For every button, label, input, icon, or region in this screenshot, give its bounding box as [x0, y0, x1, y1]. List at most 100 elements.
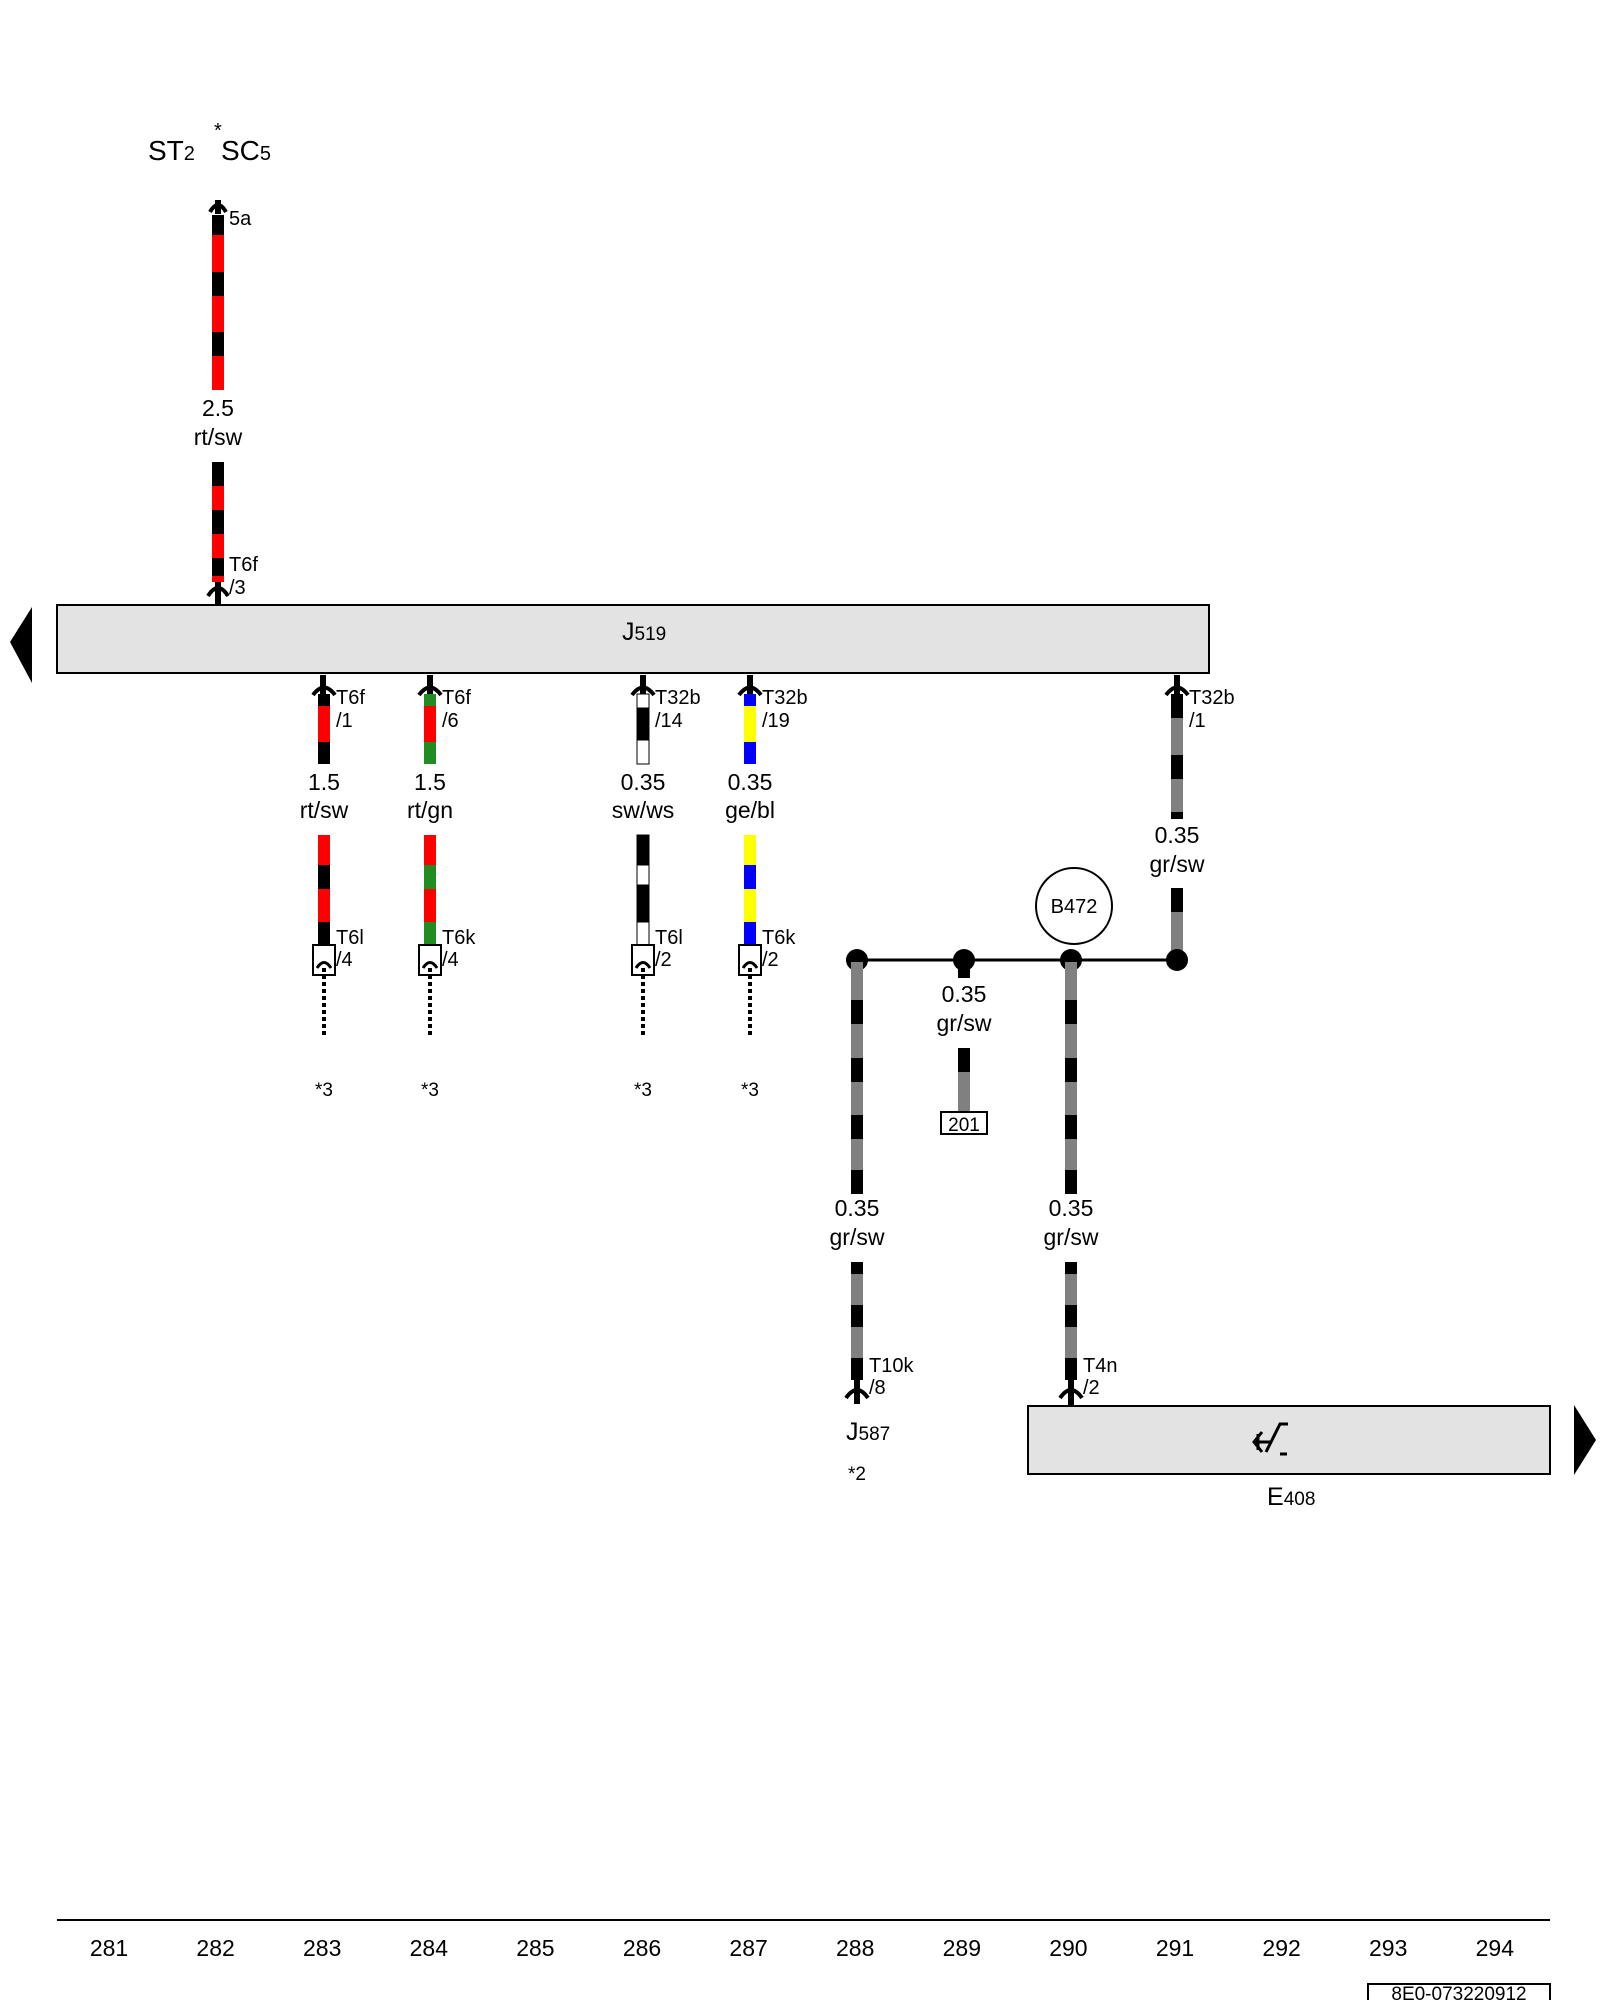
wire-stripe	[212, 272, 224, 296]
wire-stripe	[851, 1305, 863, 1327]
column-number: 287	[729, 1935, 767, 1961]
w287-color: ge/bl	[725, 797, 775, 823]
wire-stripe	[212, 510, 224, 534]
connector-pin-icon	[640, 675, 646, 695]
sc-star: *	[214, 120, 222, 142]
w288-pin: /8	[869, 1377, 886, 1399]
w290-pin: /2	[1083, 1377, 1100, 1399]
wire-stripe	[744, 742, 756, 764]
w284-bot-pin: /4	[442, 949, 459, 971]
wire-291	[1164, 675, 1190, 960]
w288-color: gr/sw	[830, 1224, 885, 1250]
wire-288	[844, 962, 870, 1404]
ground-point-box	[940, 1111, 988, 1135]
connector-pin-icon	[1068, 1380, 1074, 1406]
switch-symbol-icon	[1252, 1422, 1288, 1456]
w286-bot-conn: T6l	[655, 927, 683, 949]
column-number: 284	[410, 1935, 449, 1961]
w283-bot-pin: /4	[336, 949, 353, 971]
wire-stripe	[744, 694, 756, 706]
wire-stripe	[424, 694, 436, 706]
connector-pin-icon	[215, 582, 221, 604]
wire-stripe	[212, 332, 224, 356]
w291-size: 0.35	[1155, 822, 1200, 848]
connector-pin-icon	[320, 675, 326, 695]
doc-ref-box	[1367, 1983, 1551, 2000]
continuation-arrow-right-icon	[1574, 1405, 1596, 1475]
w283-color: rt/sw	[300, 797, 349, 823]
w291-top-pin: /1	[1189, 710, 1206, 732]
wire-stripe	[424, 865, 436, 889]
wire-stripe	[958, 1048, 970, 1072]
wire-stripe	[212, 558, 224, 576]
w286-bot-pin: /2	[655, 949, 672, 971]
w284-top-conn: T6f	[442, 687, 471, 709]
wire-stripe	[1065, 1358, 1077, 1380]
wire-segment	[958, 962, 970, 978]
fuse-connector-pin-icon	[215, 200, 221, 214]
wire-stripe	[1065, 1000, 1077, 1024]
e408-label: E408	[1267, 1483, 1315, 1511]
wire-stripe	[1065, 1058, 1077, 1082]
w283-top-pin: /1	[336, 710, 353, 732]
w286-color: sw/ws	[612, 797, 675, 823]
wire-stripe	[1171, 694, 1183, 718]
column-number: 282	[196, 1935, 234, 1961]
wire-282-lower	[212, 462, 224, 582]
wire-stripe	[1065, 1115, 1077, 1139]
fuse-pin-label: 5a	[229, 208, 252, 230]
connector-pin-icon	[747, 675, 753, 695]
w286-top-pin: /14	[655, 710, 683, 732]
column-number: 281	[90, 1935, 128, 1961]
connector-t6k-2-icon	[741, 961, 759, 969]
w289-size: 0.35	[942, 981, 987, 1007]
b472-circle	[1035, 867, 1113, 945]
w290-size: 0.35	[1049, 1195, 1094, 1221]
conn-t6f-label: T6f	[229, 554, 258, 576]
wire-stripe	[212, 215, 224, 235]
wire-segment	[424, 835, 436, 945]
w290-color: gr/sw	[1044, 1224, 1099, 1250]
w287-bot-pin: /2	[762, 949, 779, 971]
column-number: 293	[1369, 1935, 1407, 1961]
wire-stripe	[1065, 1170, 1077, 1194]
column-number: 290	[1049, 1935, 1087, 1961]
w283-bot-conn: T6l	[336, 927, 364, 949]
column-number: 283	[303, 1935, 341, 1961]
wire-stripe	[744, 922, 756, 945]
column-number: 286	[623, 1935, 661, 1961]
wire-stripe	[1171, 812, 1183, 819]
w287-bot-conn: T6k	[762, 927, 796, 949]
wire-284	[417, 675, 443, 1035]
column-number: 289	[943, 1935, 981, 1961]
w284-note: *3	[421, 1080, 439, 1101]
doc-ref-label: 8E0-073220912	[1391, 1984, 1526, 2000]
wire-283	[311, 675, 337, 1035]
wire-stripe	[1171, 755, 1183, 779]
column-number: 288	[836, 1935, 874, 1961]
connector-pin-icon	[1174, 675, 1180, 695]
wire-stripe	[636, 864, 650, 886]
column-number: 285	[516, 1935, 554, 1961]
wire-stripe	[636, 739, 650, 765]
conn-t6f-pin-label: /3	[229, 577, 246, 599]
wire-289	[940, 962, 988, 1135]
wire-stripe	[318, 922, 330, 945]
w289-color: gr/sw	[937, 1010, 992, 1036]
wire-stripe	[424, 922, 436, 945]
wire-stripe	[1065, 1305, 1077, 1327]
connector-t6l-2-icon	[634, 961, 652, 969]
wire-stripe	[318, 694, 330, 706]
wire-stripe	[318, 865, 330, 889]
connector-t6k-4-icon	[421, 961, 439, 969]
wire-282-color: rt/sw	[194, 424, 243, 450]
w284-bot-conn: T6k	[442, 927, 476, 949]
wire-stripe	[1171, 888, 1183, 912]
w287-note: *3	[741, 1080, 759, 1101]
junction-dot-291	[1166, 949, 1188, 971]
b472-label: B472	[1051, 896, 1098, 918]
wire-stripe	[851, 1115, 863, 1139]
wire-282-size: 2.5	[202, 395, 234, 421]
